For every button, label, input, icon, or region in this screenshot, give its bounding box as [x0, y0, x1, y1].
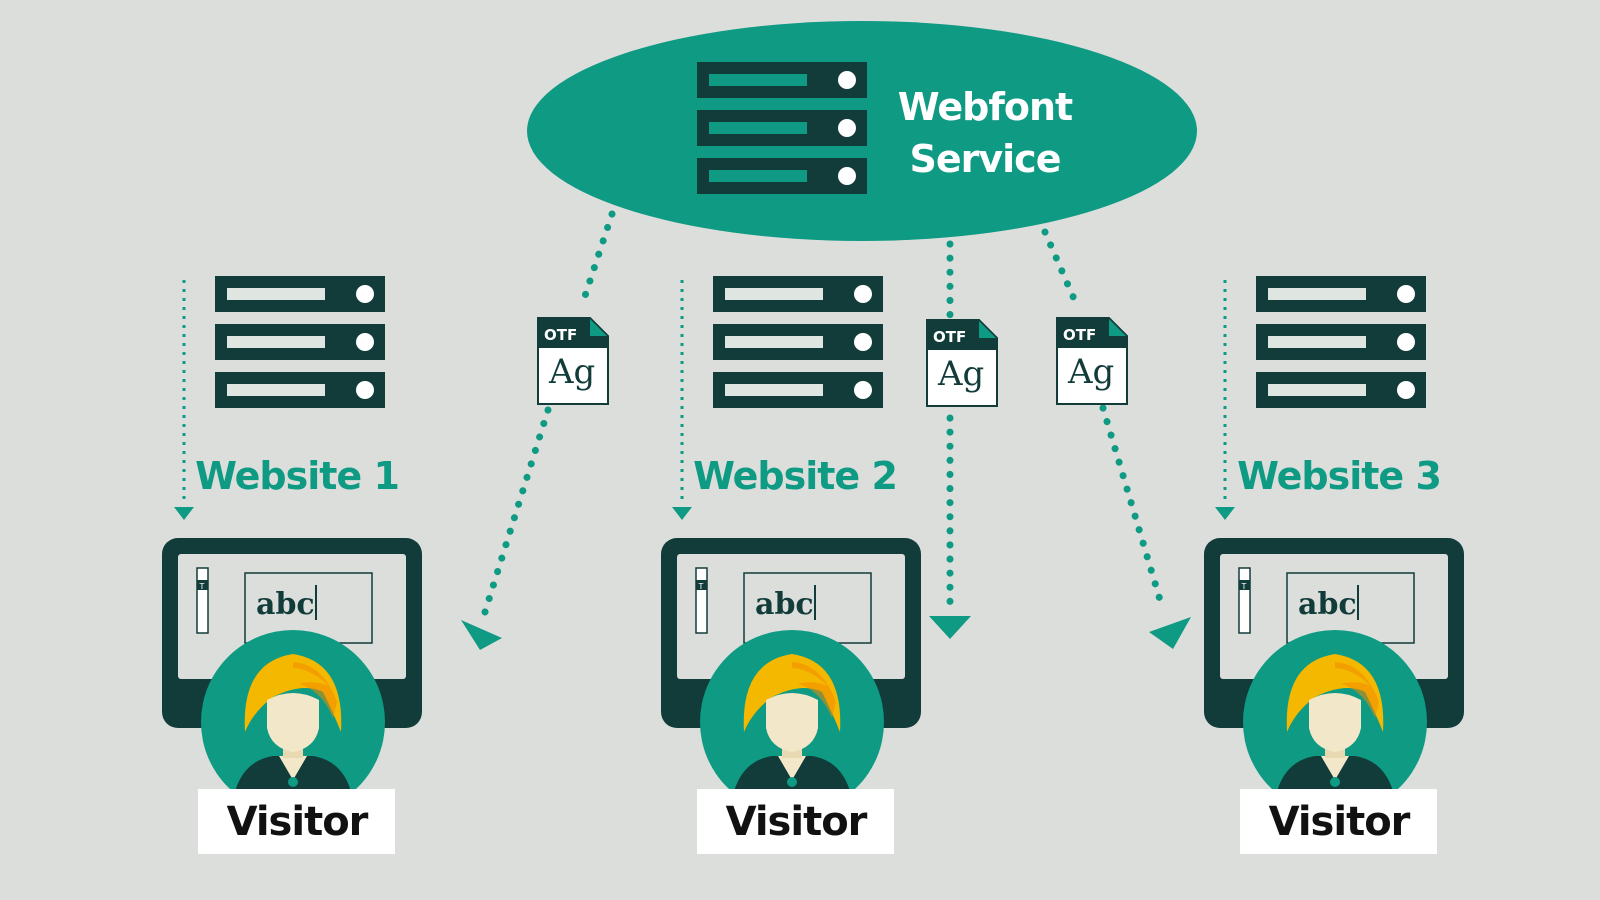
otf-sample: Ag [937, 354, 984, 394]
visitor-label-1: Visitor [227, 799, 369, 845]
server-icon [215, 276, 385, 408]
website-column-1: Website 1 T abc Visitor [162, 276, 422, 854]
editor-toolbar [1238, 567, 1251, 634]
arrow-icon [461, 620, 502, 650]
delivery-line-1b [481, 406, 552, 616]
toolbar-letter: T [698, 582, 704, 591]
server-icon [713, 276, 883, 408]
website-label-1: Website 1 [195, 454, 399, 498]
editor-toolbar [695, 567, 708, 634]
arrow-icon [929, 616, 971, 639]
editor-text: abc [755, 587, 814, 622]
arrow-icon [672, 507, 692, 520]
editor-toolbar [196, 567, 209, 634]
arrow-icon [174, 507, 194, 520]
otf-file-icon: OTF Ag [926, 319, 998, 407]
editor-text: abc [1298, 587, 1357, 622]
website-label-2: Website 2 [693, 454, 897, 498]
delivery-line-3b [1099, 404, 1167, 614]
otf-format-label: OTF [1063, 326, 1096, 344]
service-title-line1: Webfont [898, 85, 1073, 129]
otf-file-icon: OTF Ag [1056, 317, 1128, 405]
toolbar-letter: T [1241, 582, 1247, 591]
server-icon [1256, 276, 1426, 408]
website-column-3: Website 3 T abc Visitor [1204, 276, 1464, 854]
visitor-label-box [198, 789, 395, 854]
editor-text: abc [256, 587, 315, 622]
visitor-label-3: Visitor [1269, 799, 1411, 845]
service-title-line2: Service [910, 137, 1061, 181]
delivery-line-3a [1041, 228, 1082, 312]
person-icon [700, 630, 884, 814]
website-label-3: Website 3 [1237, 454, 1441, 498]
toolbar-letter: T [199, 582, 205, 591]
otf-sample: Ag [548, 352, 595, 392]
otf-format-label: OTF [933, 328, 966, 346]
visitor-label-box [697, 789, 894, 854]
otf-file-icon: OTF Ag [537, 317, 609, 405]
otf-sample: Ag [1067, 352, 1114, 392]
visitor-label-2: Visitor [726, 799, 868, 845]
person-icon [1243, 630, 1427, 814]
visitor-label-box [1240, 789, 1437, 854]
arrow-icon [1149, 617, 1191, 649]
person-icon [201, 630, 385, 814]
delivery-line-1a [578, 210, 616, 309]
otf-format-label: OTF [544, 326, 577, 344]
website-column-2: Website 2 T abc Visitor [661, 276, 921, 854]
service-server-icon [697, 62, 867, 194]
arrow-icon [1215, 507, 1235, 520]
